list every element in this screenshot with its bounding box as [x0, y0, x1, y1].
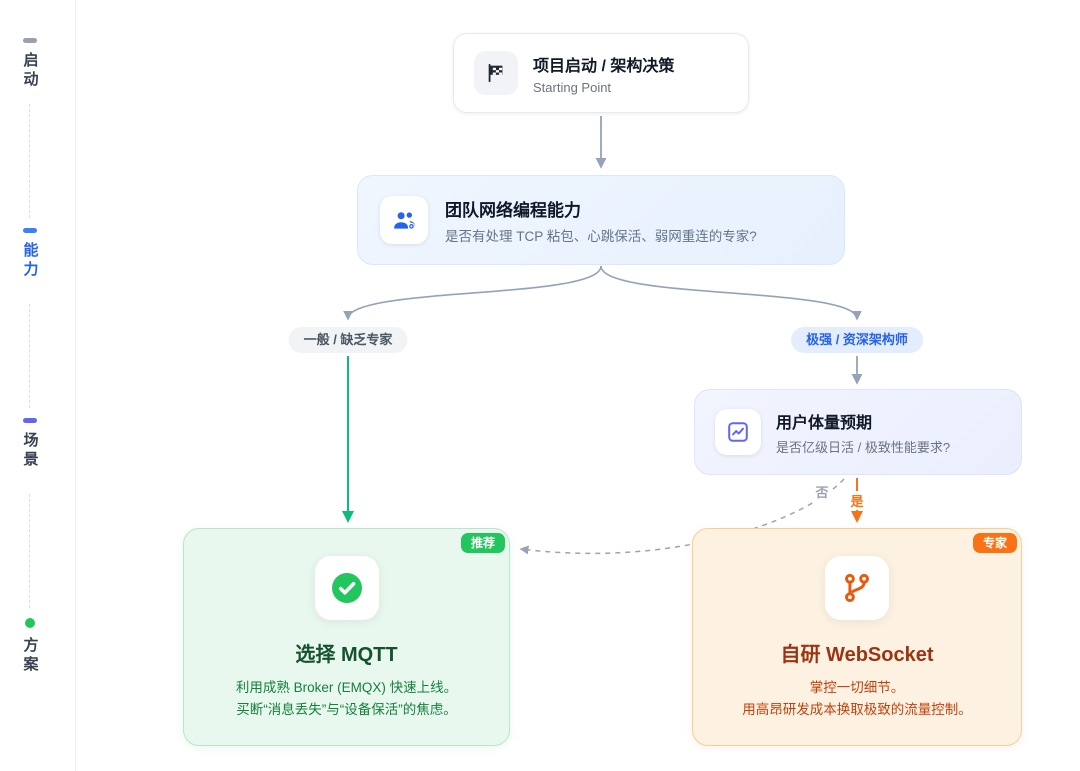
node-scale: 用户体量预期 是否亿级日活 / 极致性能要求? — [694, 389, 1022, 475]
node-title: 项目启动 / 架构决策 — [533, 57, 675, 75]
checkered-flag-icon — [474, 51, 518, 95]
stage-indicator — [25, 618, 35, 628]
branch-label-weak: 一般 / 缺乏专家 — [288, 327, 408, 353]
outcome-description: 利用成熟 Broker (EMQX) 快速上线。 买断“消息丢失”与“设备保活”… — [184, 677, 509, 722]
stage-connector — [29, 494, 30, 608]
branch-label-strong: 极强 / 资深架构师 — [791, 327, 923, 353]
stage-label: 方案 — [21, 637, 39, 675]
outcome-description: 掌控一切细节。 用高昂研发成本换取极致的流量控制。 — [693, 677, 1021, 722]
node-subtitle: 是否亿级日活 / 极致性能要求? — [776, 439, 951, 455]
node-mqtt: 推荐 选择 MQTT 利用成熟 Broker (EMQX) 快速上线。 买断“消… — [183, 528, 510, 746]
outcome-line: 买断“消息丢失”与“设备保活”的焦虑。 — [236, 702, 457, 718]
check-circle-icon — [314, 556, 379, 620]
sidebar-item-solution[interactable]: 方案 — [0, 618, 60, 675]
node-subtitle: 是否有处理 TCP 粘包、心跳保活、弱网重连的专家? — [445, 228, 757, 244]
stage-label: 能力 — [21, 242, 39, 280]
badge-recommended: 推荐 — [460, 533, 505, 553]
badge-expert: 专家 — [972, 533, 1017, 553]
edge-label-yes: 是 — [846, 491, 868, 510]
team-icon — [380, 196, 428, 244]
node-title: 用户体量预期 — [776, 414, 873, 432]
stage-indicator — [23, 418, 37, 423]
outcome-line: 掌控一切细节。 — [809, 680, 905, 695]
stage-label: 场景 — [21, 432, 39, 470]
node-subtitle: Starting Point — [533, 79, 612, 95]
outcome-title: 自研 WebSocket — [780, 644, 934, 666]
outcome-line: 用高昂研发成本换取极致的流量控制。 — [742, 702, 972, 718]
stage-sidebar: 启动 能力 场景 方案 — [0, 0, 76, 771]
outcome-line: 利用成熟 Broker (EMQX) 快速上线。 — [235, 680, 458, 695]
stage-connector — [29, 104, 30, 218]
stage-label: 启动 — [21, 52, 39, 90]
node-start: 项目启动 / 架构决策 Starting Point — [453, 33, 749, 113]
stage-indicator — [23, 38, 37, 43]
node-websocket: 专家 自研 WebSocket 掌控一切细节。 用高昂研发成本换取极致的流量控制… — [692, 528, 1022, 746]
sidebar-item-scenario[interactable]: 场景 — [0, 418, 60, 470]
node-capability: 团队网络编程能力 是否有处理 TCP 粘包、心跳保活、弱网重连的专家? — [357, 175, 845, 265]
sidebar-item-capability[interactable]: 能力 — [0, 228, 60, 280]
node-title: 团队网络编程能力 — [445, 200, 581, 220]
line-chart-icon — [715, 409, 761, 455]
git-branch-icon — [825, 556, 889, 620]
outcome-title: 选择 MQTT — [295, 644, 398, 666]
edge-label-no: 否 — [811, 482, 833, 501]
stage-connector — [29, 304, 30, 408]
sidebar-item-start[interactable]: 启动 — [0, 38, 60, 90]
stage-indicator — [23, 228, 37, 233]
